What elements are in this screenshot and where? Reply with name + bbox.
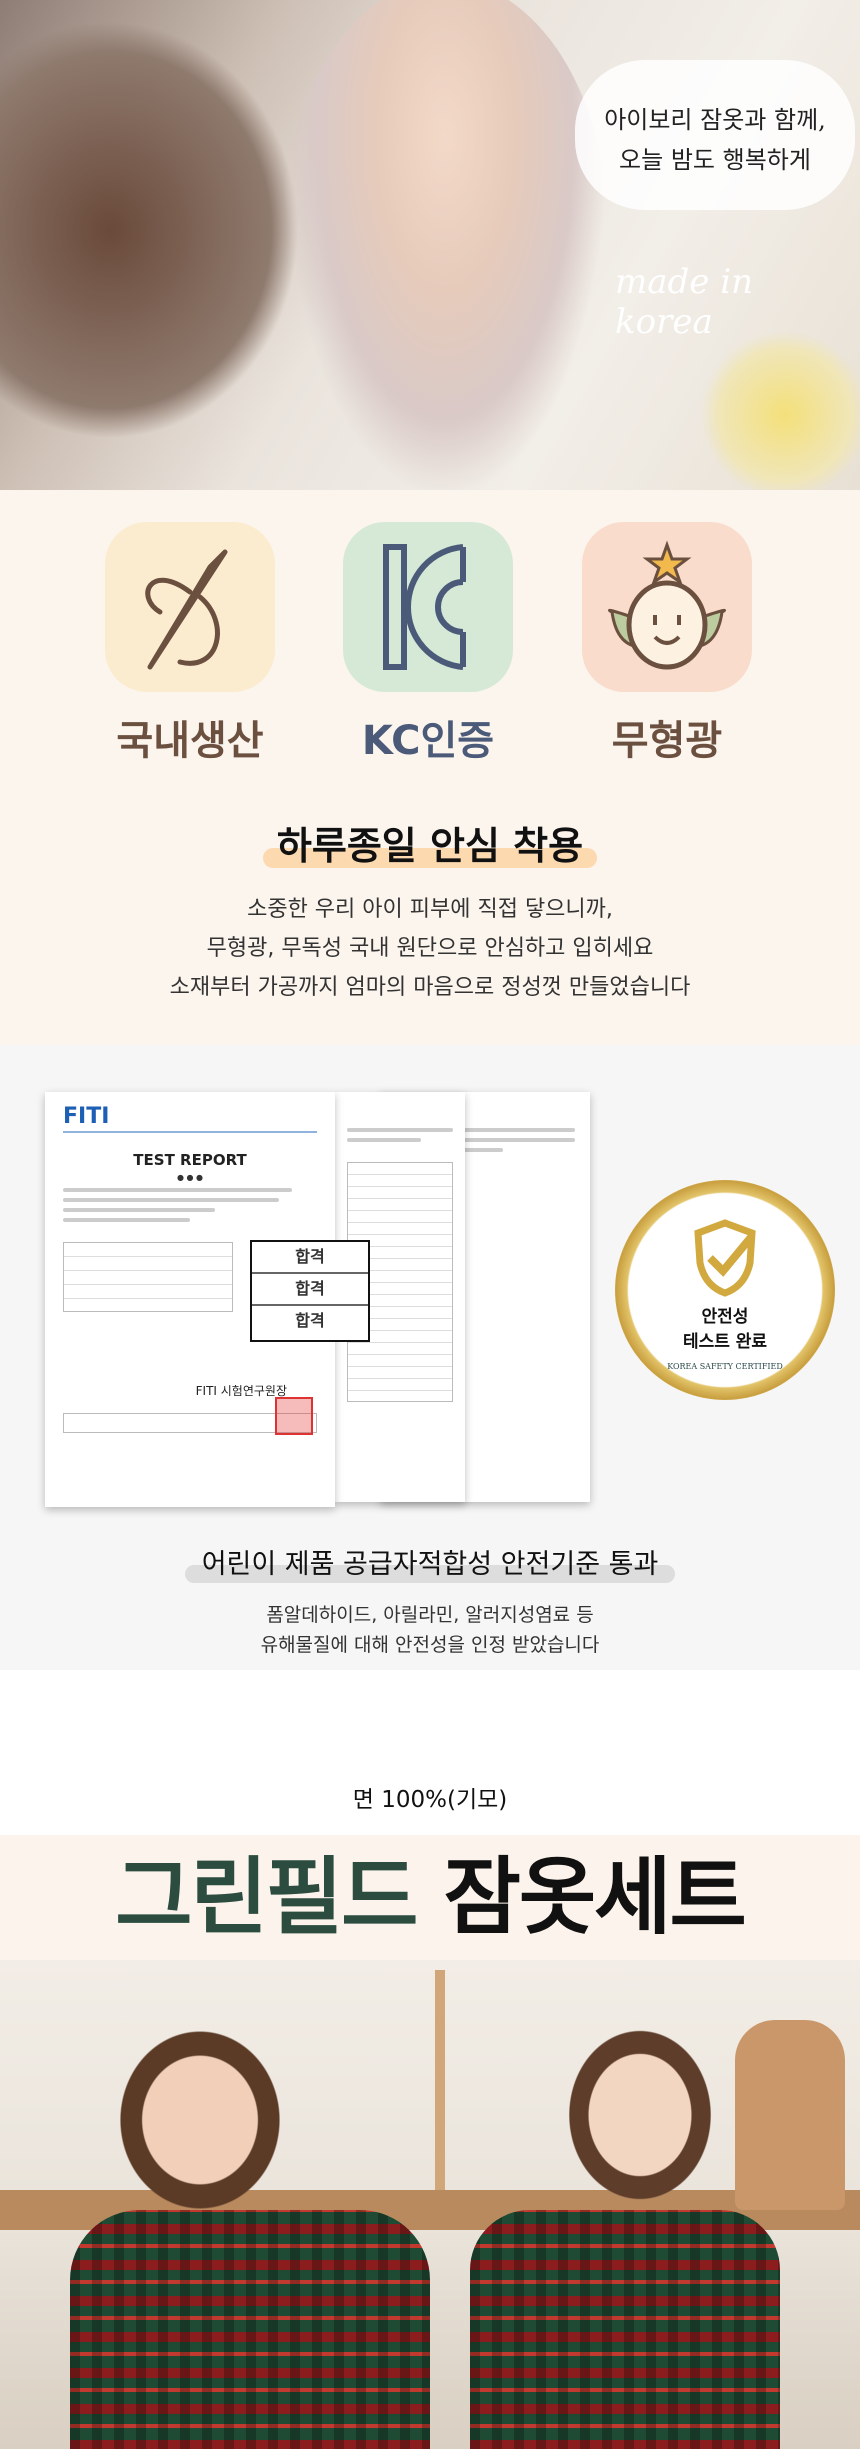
red-seal-icon — [275, 1397, 313, 1435]
report-title: TEST REPORT — [133, 1151, 247, 1169]
girl-plaid-pajama — [470, 2210, 780, 2449]
fiti-org-name: FITI 시험연구원장 — [195, 1384, 287, 1398]
bubble-line: 오늘 밤도 행복하게 — [619, 146, 811, 174]
needle-thread-icon — [105, 522, 275, 692]
feature-label: KC인증 — [361, 718, 495, 764]
girl-face — [560, 2020, 720, 2210]
badge-line: 안전성 — [701, 1307, 749, 1327]
product-title: 그린필드 잠옷세트 — [0, 1835, 860, 1960]
report-title-text: 어린이 제품 공급자적합성 안전기준 통과 — [184, 1542, 675, 1583]
desc-line: 소재부터 가공까지 엄마의 마음으로 정성껏 만들었습니다 — [169, 975, 691, 1000]
feature-label: 무형광 — [611, 718, 723, 764]
safety-certified-badge: 안전성 테스트 완료 KOREA SAFETY CERTIFIED — [615, 1180, 835, 1400]
kc-mark-icon — [343, 522, 513, 692]
desc-line: 소중한 우리 아이 피부에 직접 닿으니까, — [247, 897, 613, 922]
pass-result: 합격 — [252, 1242, 368, 1274]
desc-line: 유해물질에 대해 안전성을 인정 받았습니다 — [260, 1634, 600, 1656]
pass-result: 합격 — [252, 1274, 368, 1306]
kids-pajama-photo — [0, 1960, 860, 2449]
feature-label: 국내생산 — [116, 718, 264, 764]
section-title: 하루종일 안심 착용 — [262, 815, 598, 870]
badge-ring-text: KOREA SAFETY CERTIFIED — [667, 1362, 783, 1371]
report-description: 폼알데하이드, 아릴라민, 알러지성염료 등 유해물질에 대해 안전성을 인정 … — [0, 1600, 860, 1660]
flower-photo — [700, 330, 860, 490]
desc-line: 무형광, 무독성 국내 원단으로 안심하고 입히세요 — [206, 936, 654, 961]
material-text: 면 100%(기모) — [352, 1787, 508, 1813]
product-name-black: 잠옷세트 — [443, 1848, 747, 1946]
shield-check-icon — [694, 1219, 756, 1297]
hero-photo: 아이보리 잠옷과 함께, 오늘 밤도 행복하게 made in korea — [0, 0, 860, 490]
features-section: 국내생산 KC인증 무형광 하루종일 안심 착용 소중한 우리 아이 피부에 직… — [0, 490, 860, 1045]
badge-line: 테스트 완료 — [682, 1332, 768, 1352]
features-description: 소중한 우리 아이 피부에 직접 닿으니까, 무형광, 무독성 국내 원단으로 … — [0, 890, 860, 1007]
pass-result: 합격 — [295, 1311, 325, 1330]
desc-line: 폼알데하이드, 아릴라민, 알러지성염료 등 — [266, 1604, 594, 1626]
made-in-korea-text: made in korea — [615, 262, 753, 342]
boy-plaid-pajama — [70, 2210, 430, 2449]
speech-bubble: 아이보리 잠옷과 함께, 오늘 밤도 행복하게 — [575, 60, 855, 210]
boy-face — [110, 2020, 290, 2220]
bubble-line: 아이보리 잠옷과 함께, — [604, 106, 826, 134]
child-photo — [280, 0, 610, 490]
product-name-green: 그린필드 — [115, 1848, 418, 1946]
child-back-photo — [0, 20, 300, 440]
smiley-sprout-icon — [582, 522, 752, 692]
fiti-logo: FITI — [63, 1104, 317, 1133]
pass-results-box: 합격 합격 합격 — [250, 1240, 370, 1342]
